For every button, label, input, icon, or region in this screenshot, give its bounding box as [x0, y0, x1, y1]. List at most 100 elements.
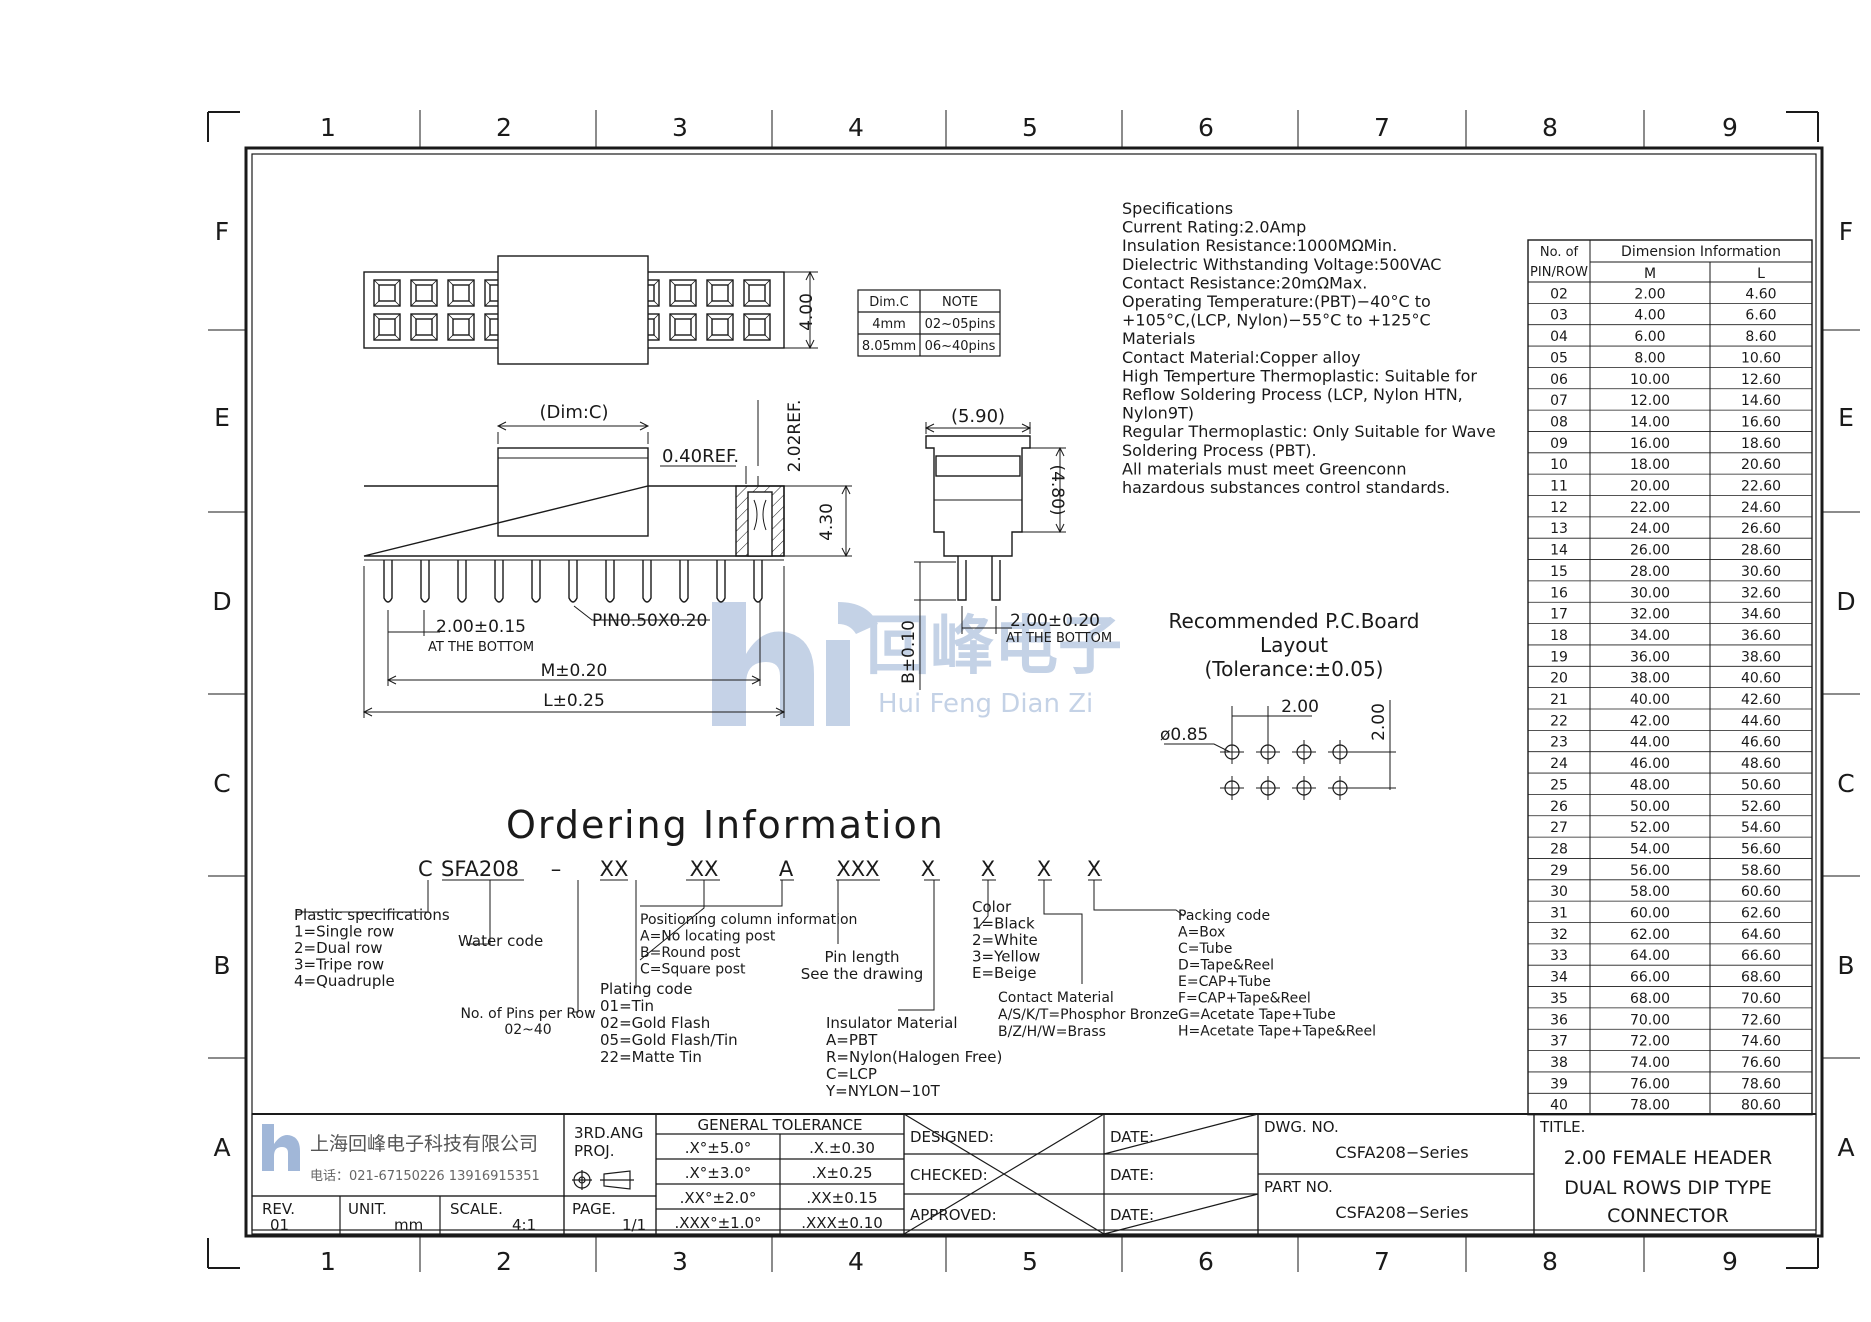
dim-table-pin-count: 27 [1550, 820, 1568, 836]
spec-line: hazardous substances control standards. [1122, 478, 1450, 497]
plastic-spec-text: 3=Tripe row [294, 956, 384, 974]
insulator-text: Insulator Material [826, 1014, 958, 1032]
dim-table-m-value: 18.00 [1630, 457, 1670, 473]
dim-table-m-value: 76.00 [1630, 1076, 1670, 1092]
tolerance-angle: .XX°±2.0° [680, 1189, 757, 1207]
rev-label: REV. [262, 1200, 295, 1218]
dim-table-pin-count: 13 [1550, 521, 1568, 537]
dim-table-header-count: No. of [1540, 245, 1579, 260]
packing-text: E=CAP+Tube [1178, 974, 1271, 990]
top-pin-cell [669, 313, 697, 341]
dim-table-m-value: 78.00 [1630, 1098, 1670, 1114]
dim-table-l-value: 32.60 [1741, 585, 1781, 601]
zone-row-left-A: A [213, 1133, 230, 1162]
zone-row-right-F: F [1839, 217, 1853, 246]
zone-col-bottom-1: 1 [320, 1247, 336, 1276]
positioning-text: A=No locating post [640, 929, 776, 945]
dim-table-m-value: 8.00 [1634, 350, 1665, 366]
dim-table-pin-count: 33 [1550, 948, 1568, 964]
pin-length-text: Pin length [825, 948, 900, 966]
dim-table-l-value: 48.60 [1741, 756, 1781, 772]
watermark-en: Hui Feng Dian Zi [878, 689, 1093, 719]
order-code-part: X [921, 857, 935, 881]
dim-table-l-value: 42.60 [1741, 692, 1781, 708]
checked-label: CHECKED: [910, 1166, 988, 1184]
dim-table-pin-count: 12 [1550, 500, 1568, 516]
front-pin [531, 560, 541, 603]
designed-label: DESIGNED: [910, 1128, 994, 1146]
dim-table-pin-count: 25 [1550, 777, 1568, 793]
proj-line-1: 3RD.ANG [574, 1124, 643, 1142]
dim-table-l-value: 80.60 [1741, 1098, 1781, 1114]
watermark: 回峰电子 Hui Feng Dian Zi [712, 602, 1122, 726]
contact-material-text: A/S/K/T=Phosphor Bronze [998, 1007, 1178, 1023]
dim-c-header: Dim.C [869, 295, 909, 310]
packing-text: Packing code [1178, 908, 1270, 924]
m-dim-label: M±0.20 [541, 661, 608, 681]
positioning-text: B=Round post [640, 945, 741, 961]
dim-table-l-value: 38.60 [1741, 649, 1781, 665]
packing-text: H=Acetate Tape+Tape&Reel [1178, 1024, 1376, 1040]
dim-table-l-value: 40.60 [1741, 671, 1781, 687]
spec-line: Contact Material:Copper alloy [1122, 348, 1360, 367]
contact-material-text: Contact Material [998, 990, 1114, 1006]
zone-col-top-9: 9 [1722, 113, 1738, 142]
dim-table-m-value: 42.00 [1630, 713, 1670, 729]
plating-text: 02=Gold Flash [600, 1014, 710, 1032]
tolerance-angle: .X°±3.0° [685, 1164, 751, 1182]
spec-line: All materials must meet Greenconn [1122, 459, 1407, 478]
dim-table-m-value: 64.00 [1630, 948, 1670, 964]
watermark-logo-icon [712, 602, 878, 726]
dim-c-row-2: 8.05mm [862, 339, 916, 354]
approved-label: APPROVED: [910, 1206, 997, 1224]
top-pin-cell [706, 313, 734, 341]
dim-table-pin-count: 07 [1550, 393, 1568, 409]
zone-row-left-D: D [212, 587, 231, 616]
title-block: 上海回峰电子科技有限公司 电话：021-67150226 13916915351… [251, 1113, 1817, 1235]
dim-table-pin-count: 38 [1550, 1055, 1568, 1071]
dim-table-header-pinrow: PIN/ROW [1530, 265, 1588, 280]
dim-table-m-value: 26.00 [1630, 543, 1670, 559]
dim-table-pin-count: 04 [1550, 329, 1568, 345]
unit-value: mm [394, 1216, 423, 1234]
dim-table-pin-count: 15 [1550, 564, 1568, 580]
pitch-side-label: 2.00±0.20 [1010, 611, 1100, 631]
dim-table-l-value: 34.60 [1741, 607, 1781, 623]
designed-date-label: DATE: [1110, 1128, 1154, 1146]
dim-table-l-value: 56.60 [1741, 841, 1781, 857]
note-header: NOTE [942, 295, 978, 310]
page-label: PAGE. [572, 1200, 616, 1218]
dim-table-pin-count: 23 [1550, 735, 1568, 751]
tolerance-angle: .X°±5.0° [685, 1139, 751, 1157]
dim-table-pin-count: 39 [1550, 1076, 1568, 1092]
b-dim-label: B±0.10 [899, 620, 919, 684]
dim-table-pin-count: 05 [1550, 350, 1568, 366]
zone-col-top-3: 3 [672, 113, 688, 142]
pcb-title-3: (Tolerance:±0.05) [1204, 657, 1383, 681]
zone-col-top-8: 8 [1542, 113, 1558, 142]
dim-c-label: (Dim:C) [539, 402, 608, 423]
dim-table-pin-count: 19 [1550, 649, 1568, 665]
pcb-hole-icon [1220, 776, 1244, 800]
dim-table-l-value: 14.60 [1741, 393, 1781, 409]
water-code-text: Water code [458, 932, 543, 950]
pcb-hole-icon [1292, 776, 1316, 800]
zone-col-top-5: 5 [1022, 113, 1038, 142]
pin-length-text: See the drawing [801, 965, 923, 983]
top-pin-cell [743, 313, 771, 341]
dim-table-pin-count: 03 [1550, 308, 1568, 324]
top-pin-cell [447, 313, 475, 341]
pcb-layout: Recommended P.C.Board Layout (Tolerance:… [1160, 609, 1419, 800]
dim-table-pin-count: 11 [1550, 479, 1568, 495]
pcb-title-2: Layout [1260, 633, 1328, 657]
dim-table-m-value: 6.00 [1634, 329, 1665, 345]
scale-label: SCALE. [450, 1200, 503, 1218]
dim-table-pin-count: 40 [1550, 1098, 1568, 1114]
zone-col-bottom-3: 3 [672, 1247, 688, 1276]
part-no-value: CSFA208−Series [1335, 1203, 1468, 1222]
plastic-spec-text: 2=Dual row [294, 939, 383, 957]
dim-table-l-value: 64.60 [1741, 927, 1781, 943]
packing-text: G=Acetate Tape+Tube [1178, 1007, 1336, 1023]
zone-col-bottom-6: 6 [1198, 1247, 1214, 1276]
